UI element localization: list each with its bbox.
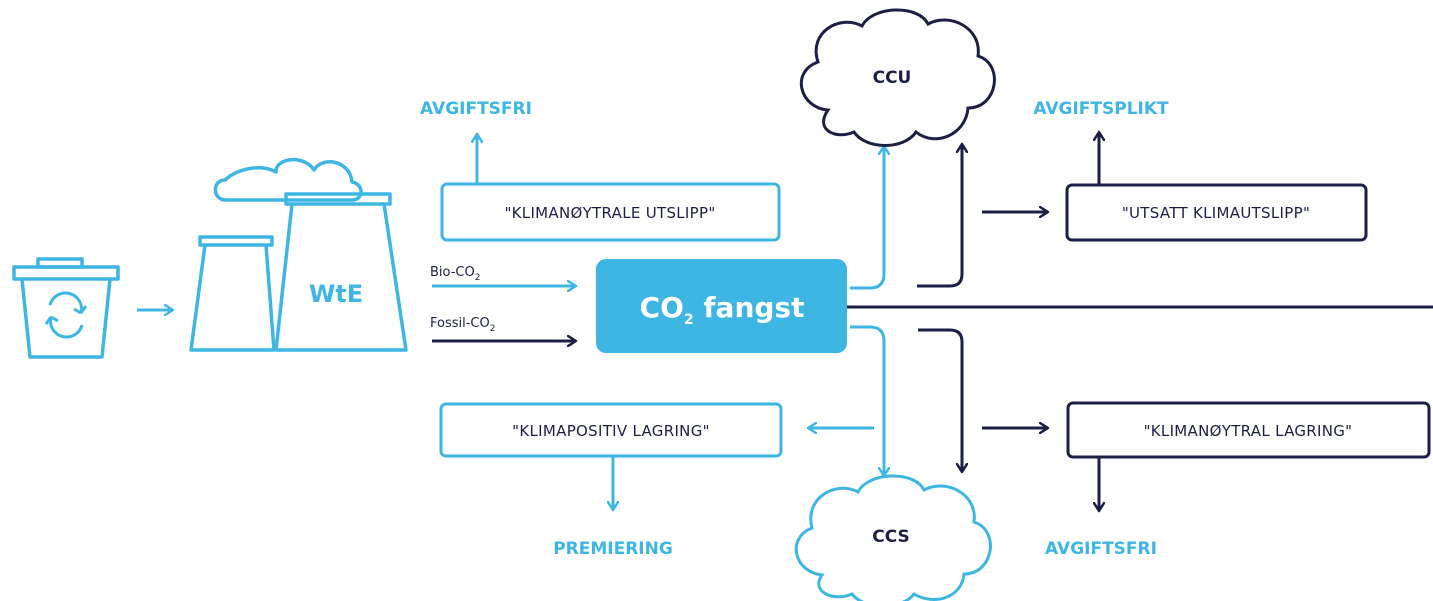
ccu-label: CCU [873, 68, 912, 88]
ccu-cloud-icon [799, 8, 996, 147]
bio-co2-label: Bio-CO2 [430, 265, 480, 283]
box-klimanoytral-lagring-text: "KLIMANØYTRAL LAGRING" [1144, 422, 1353, 440]
ccs-cloud-icon [794, 474, 992, 601]
plant-label: WtE [309, 280, 363, 308]
box-utsatt-klimautslipp [1065, 183, 1368, 242]
arrow-to-ccu-blue [850, 146, 884, 290]
wte-plant-icon [189, 158, 408, 352]
arrow-to-ccu-dark [917, 144, 962, 288]
box-klimapositiv-lagring-text: "KLIMAPOSITIV LAGRING" [512, 422, 710, 440]
box-klimanoytrale-utslipp-text: "KLIMANØYTRALE UTSLIPP" [504, 204, 715, 222]
co2-capture-label: CO2 fangst [640, 291, 805, 328]
ccs-label: CCS [872, 527, 910, 547]
arrow-to-ccs-dark [918, 328, 962, 472]
arrow-to-ccs-blue [850, 325, 884, 476]
fossil-co2-label: Fossil-CO2 [430, 316, 495, 334]
box-klimanoytrale-utslipp [440, 182, 781, 242]
outcome-avgiftsplikt: AVGIFTSPLIKT [1033, 99, 1169, 119]
outcome-avgiftsfri-top: AVGIFTSFRI [420, 99, 532, 119]
recycle-bin-icon [12, 257, 120, 359]
outcome-avgiftsfri-bottom: AVGIFTSFRI [1045, 539, 1157, 559]
box-klimapositiv-lagring [439, 402, 783, 458]
outcome-premiering: PREMIERING [553, 539, 673, 559]
co2-capture-box [596, 259, 847, 353]
box-utsatt-klimautslipp-text: "UTSATT KLIMAUTSLIPP" [1122, 204, 1310, 222]
box-klimanoytral-lagring [1066, 401, 1431, 459]
